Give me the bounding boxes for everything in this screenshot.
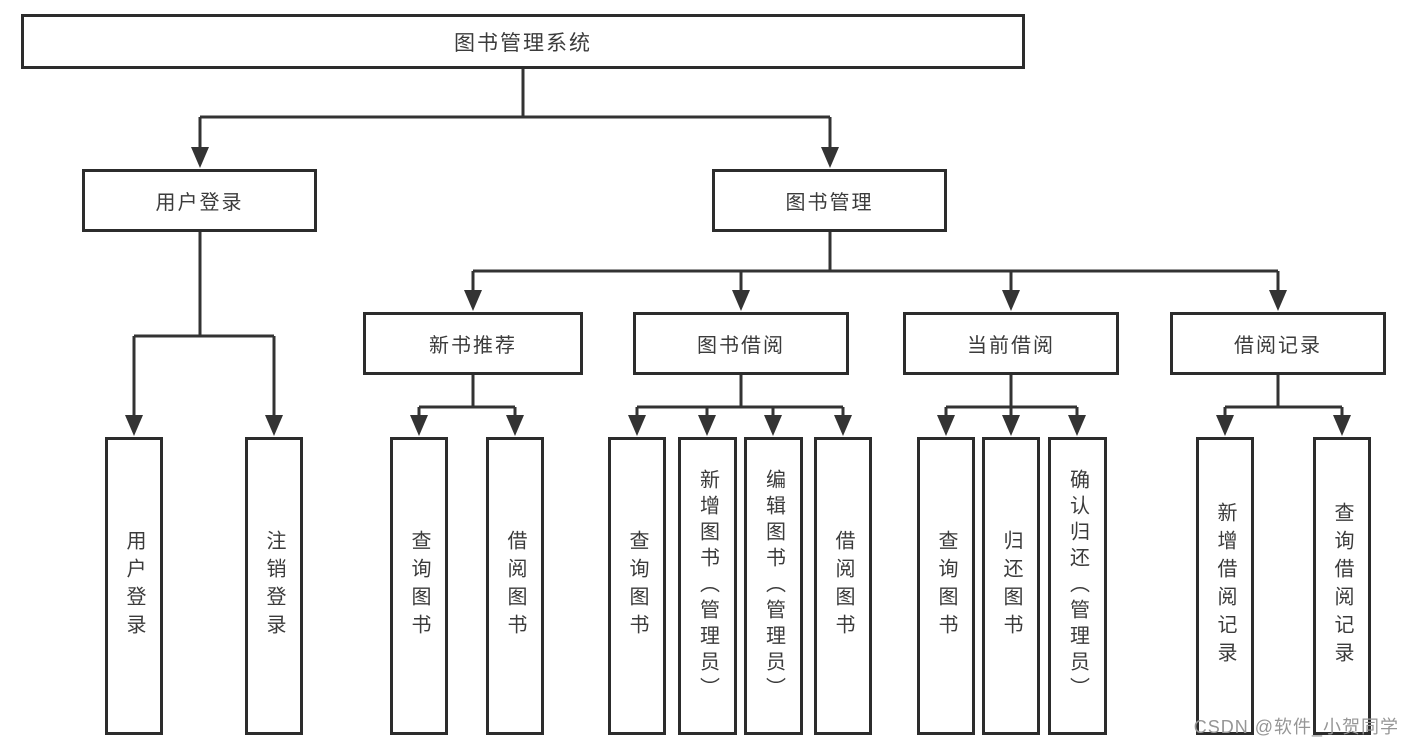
leaf-node-label: 注销登录 [263,530,285,642]
root-node-label: 图书管理系统 [454,31,592,55]
module-node-book-borrow: 图书借阅 [633,312,849,375]
leaf-node-logout: 注销登录 [245,437,303,735]
branch-node-user-login: 用户登录 [82,169,317,232]
leaf-node-label: 查询图书 [626,530,648,642]
leaf-node-query-book-current: 查询图书 [917,437,975,735]
leaf-node-borrow-book: 借阅图书 [814,437,872,735]
leaf-node-add-book-admin: 新增图书（管理员） [678,437,737,735]
leaf-node-borrow-book-recommend: 借阅图书 [486,437,544,735]
connector-user-login [132,232,276,424]
connector-current-borrow [944,375,1079,424]
module-node-label: 新书推荐 [429,335,517,357]
leaf-node-edit-book-admin: 编辑图书（管理员） [744,437,803,735]
root-node-library-system: 图书管理系统 [21,14,1025,69]
module-node-label: 图书借阅 [697,335,785,357]
branch-node-label: 用户登录 [155,192,244,214]
leaf-node-label: 查询图书 [408,530,430,642]
branch-node-book-management: 图书管理 [712,169,947,232]
leaf-node-label: 用户登录 [123,530,145,642]
leaf-node-label: 新增借阅记录 [1214,502,1236,670]
connector-new-book-recommend [417,375,517,424]
connector-book-management [471,232,1280,299]
leaf-node-user-login: 用户登录 [105,437,163,735]
leaf-node-label: 归还图书 [1000,530,1022,642]
leaf-node-query-book-recommend: 查询图书 [390,437,448,735]
leaf-node-label: 查询借阅记录 [1331,502,1353,670]
leaf-node-add-borrow-record: 新增借阅记录 [1196,437,1254,735]
leaf-node-confirm-return-admin: 确认归还（管理员） [1048,437,1107,735]
leaf-node-label: 查询图书 [935,530,957,642]
leaf-node-label: 确认归还（管理员） [1066,469,1089,703]
leaf-node-label: 编辑图书（管理员） [762,469,785,703]
leaf-node-query-borrow-record: 查询借阅记录 [1313,437,1371,735]
module-node-label: 借阅记录 [1234,335,1322,357]
branch-node-label: 图书管理 [785,192,874,214]
connector-borrow-record [1223,375,1344,424]
csdn-watermark: CSDN @软件_小贺同学 [1193,717,1399,737]
connector-root [198,69,832,156]
module-node-label: 当前借阅 [967,335,1055,357]
leaf-node-query-book-borrow: 查询图书 [608,437,666,735]
module-node-borrow-record: 借阅记录 [1170,312,1386,375]
leaf-node-label: 借阅图书 [832,530,854,642]
connector-book-borrow [635,375,845,424]
module-node-current-borrow: 当前借阅 [903,312,1119,375]
module-node-new-book-recommend: 新书推荐 [363,312,583,375]
leaf-node-label: 新增图书（管理员） [696,469,719,703]
leaf-node-label: 借阅图书 [504,530,526,642]
leaf-node-return-book: 归还图书 [982,437,1040,735]
